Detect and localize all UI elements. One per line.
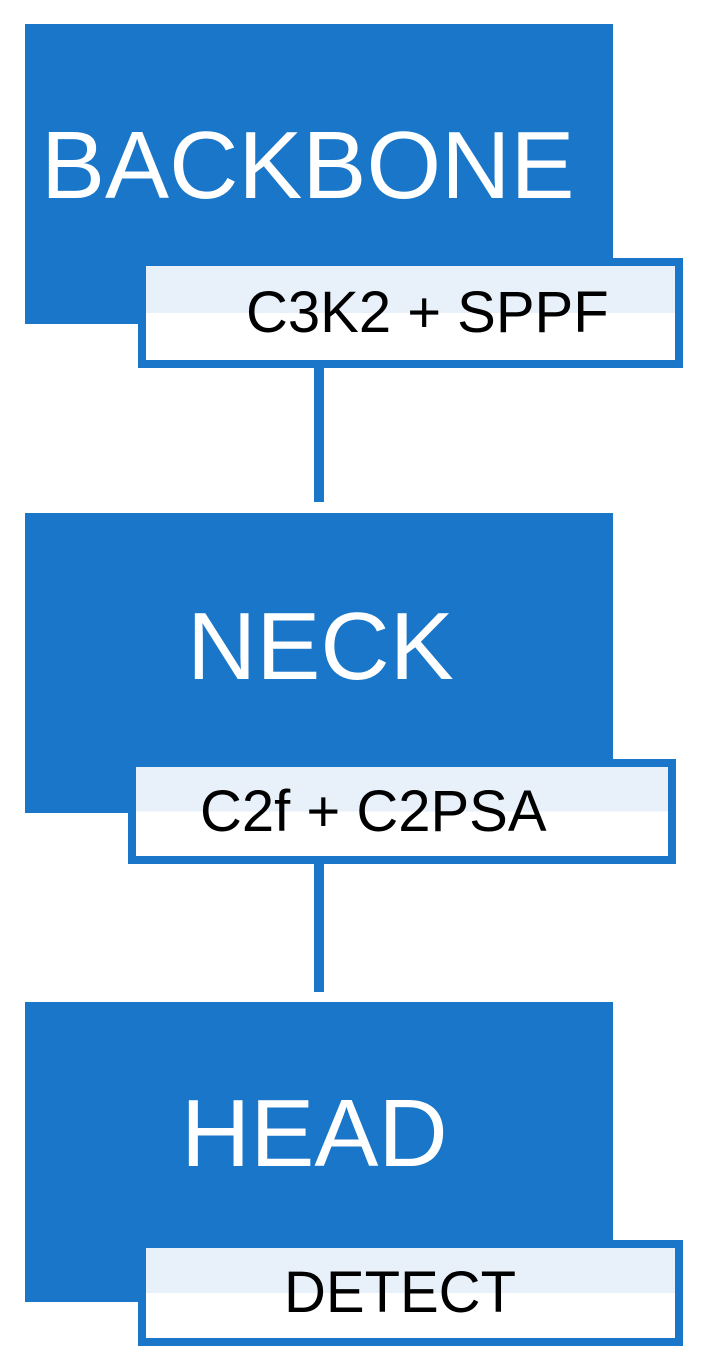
block-neck-title: NECK: [187, 593, 454, 700]
connector-backbone-neck: [314, 330, 324, 502]
block-backbone-title: BACKBONE: [41, 112, 575, 219]
block-head-title: HEAD: [181, 1080, 448, 1187]
block-head-detail: DETECT: [138, 1240, 683, 1346]
block-backbone-detail: C3K2 + SPPF: [138, 258, 683, 368]
block-neck-detail: C2f + C2PSA: [128, 759, 676, 864]
connector-neck-head: [314, 824, 324, 992]
